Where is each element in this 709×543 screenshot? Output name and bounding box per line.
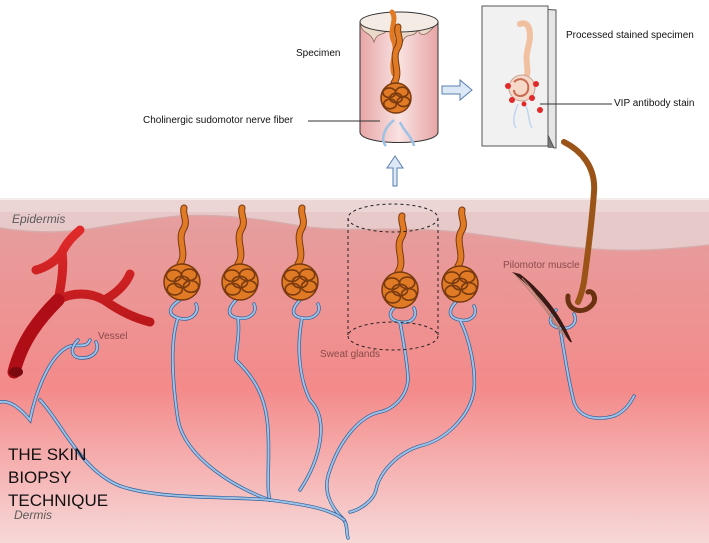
skin-surface (0, 198, 709, 212)
biopsy-punch-outline (347, 203, 439, 351)
epidermis-label: Epidermis (12, 212, 66, 226)
nerve-fiber (169, 299, 271, 501)
stained-slide (481, 5, 557, 149)
gland-coil-loop (291, 275, 309, 289)
pilomotor-unit (512, 139, 598, 343)
right-arrow (441, 78, 473, 102)
gland-duct (295, 205, 306, 267)
up-arrow (386, 155, 404, 187)
gland-coil (221, 263, 259, 301)
sweat-gland (221, 204, 259, 301)
epidermis-layer (0, 200, 709, 251)
gland-duct (391, 24, 402, 86)
diagram-title: THE SKIN BIOPSY TECHNIQUE (8, 443, 108, 512)
nerve-fibers (0, 298, 636, 540)
sweat-glands (163, 204, 479, 309)
gland-duct (395, 213, 406, 275)
vessel-label: Vessel (98, 331, 128, 342)
dermis-label: Dermis (14, 508, 52, 522)
gland-duct (235, 205, 246, 267)
vip-stain-label: VIP antibody stain (614, 98, 695, 109)
title-line-2: BIOPSY (8, 468, 72, 487)
hair-bulb (565, 289, 597, 313)
nerve-fiber (71, 339, 99, 360)
nerve-fiber (349, 301, 477, 513)
blood-vessel (7, 225, 155, 379)
title-line-3: TECHNIQUE (8, 491, 109, 510)
gland-coil-loop (182, 279, 200, 294)
muscle-fibers (515, 275, 563, 335)
gland-coil (441, 265, 479, 303)
gland-coil-loop (460, 281, 478, 296)
sweat-gland (381, 212, 419, 309)
gland-coil (163, 263, 201, 301)
vessel-base (7, 293, 65, 379)
sweat-gland (163, 204, 201, 301)
gland-coil-loop (388, 92, 404, 104)
gland-coil-loop (300, 279, 318, 294)
processed-specimen-label: Processed stained specimen (566, 30, 694, 41)
specimen-gland (380, 23, 412, 114)
title-line-1: THE SKIN (8, 445, 87, 464)
gland-coil (380, 82, 412, 114)
gland-coil-loop (396, 96, 411, 108)
gland-coil-loop (451, 277, 469, 291)
gland-coil-loop (391, 283, 409, 297)
gland-coil-loop (240, 279, 258, 294)
sweat-gland (281, 204, 319, 301)
specimen-label: Specimen (296, 48, 341, 59)
nerve-fiber (0, 339, 91, 423)
gland-coil (381, 271, 419, 309)
pilomotor-muscle (512, 272, 572, 343)
gland-coil (281, 263, 319, 301)
nerve-fiber-label: Cholinergic sudomotor nerve fiber (143, 115, 294, 126)
nerve-fiber (39, 399, 345, 521)
gland-coil-loop (173, 275, 191, 289)
nerve-fiber (292, 299, 322, 491)
gland-coil-loop (400, 287, 418, 302)
pilomotor-muscle-label: Pilomotor muscle (503, 260, 580, 271)
sweat-glands-label: Sweat glands (320, 349, 381, 360)
sweat-gland (441, 206, 479, 303)
gland-coil-loop (231, 275, 249, 289)
gland-duct (455, 207, 466, 269)
hair-shaft (561, 139, 598, 305)
gland-duct (177, 205, 188, 267)
vessel-opening (9, 367, 23, 377)
nerve-fiber (228, 299, 271, 501)
sweat-gland (380, 23, 412, 114)
